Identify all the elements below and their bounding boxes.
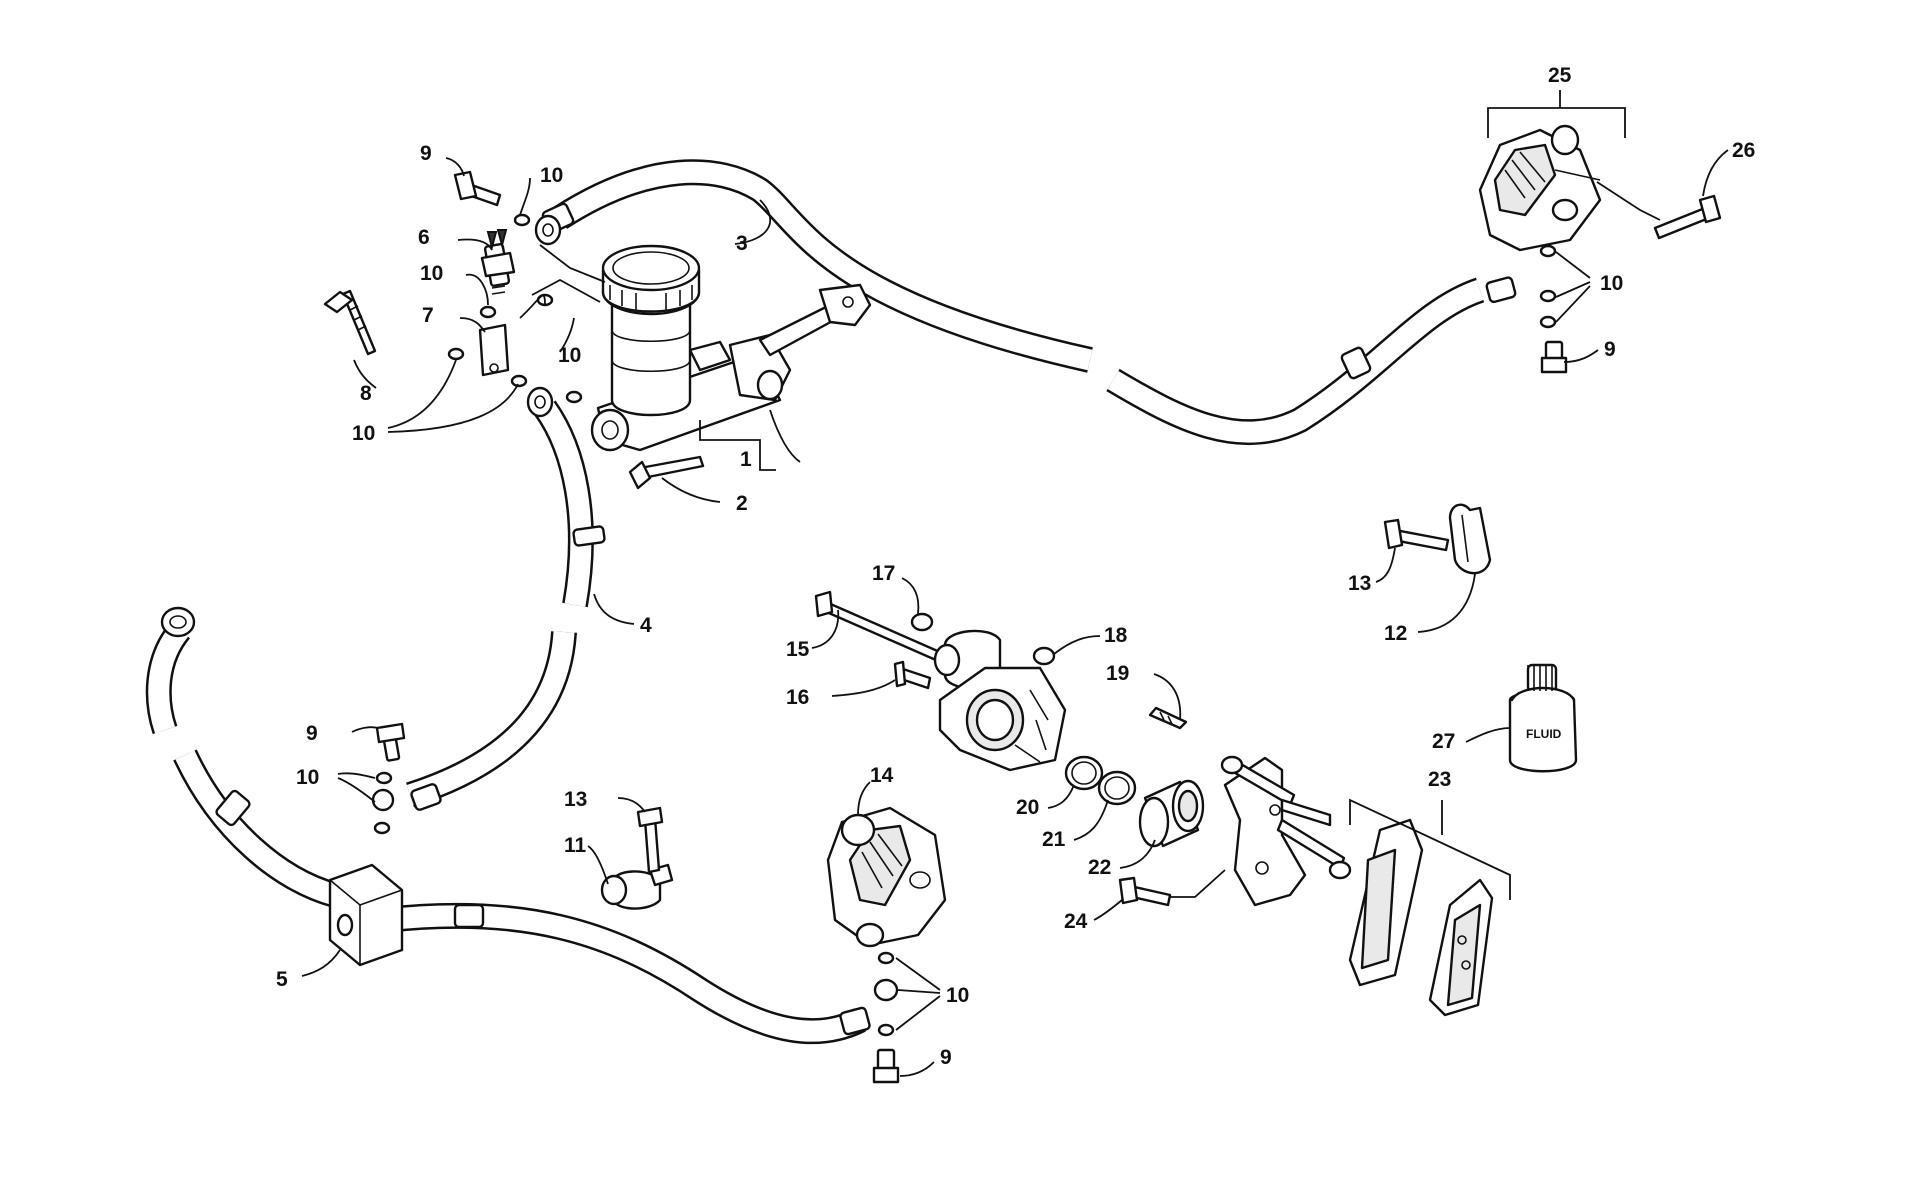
banjo-bolt-9-right <box>1540 340 1568 374</box>
hose-4 <box>406 400 606 811</box>
callout-10-upper: 10 <box>540 164 563 187</box>
bolt-2 <box>628 455 705 490</box>
callout-numbers: 25 26 10 9 9 10 6 10 7 10 8 10 3 1 2 4 9… <box>276 64 1755 1069</box>
callout-10-left-lower: 10 <box>296 766 319 789</box>
callout-12: 12 <box>1384 622 1407 645</box>
tee-fitting-7 <box>478 323 510 377</box>
caliper-body-center <box>933 629 1067 772</box>
callout-21: 21 <box>1042 828 1066 851</box>
hose-front-lower-right <box>383 902 871 1045</box>
callout-7: 7 <box>422 304 434 327</box>
callout-13-lower: 13 <box>564 788 587 811</box>
callout-9-left: 9 <box>306 722 318 745</box>
master-cylinder-1 <box>590 244 872 452</box>
hose-front-lower-left <box>145 606 339 908</box>
leader-lines <box>301 90 1729 1077</box>
bolt-8 <box>323 289 377 356</box>
brake-switch-6 <box>480 229 516 295</box>
callout-9-right: 9 <box>1604 338 1616 361</box>
callout-16: 16 <box>786 686 809 709</box>
brake-pads-23 <box>1348 818 1494 1017</box>
callout-23: 23 <box>1428 768 1451 791</box>
caliper-14 <box>826 806 947 948</box>
callout-1: 1 <box>740 448 752 471</box>
distribution-block-5 <box>328 863 404 967</box>
callout-9-lower: 9 <box>940 1046 952 1069</box>
bolt-24 <box>1118 876 1172 907</box>
callout-10-lower: 10 <box>946 984 969 1007</box>
clamp-11 <box>600 863 674 910</box>
callout-22: 22 <box>1088 856 1111 879</box>
callout-19: 19 <box>1106 662 1129 685</box>
callout-18: 18 <box>1104 624 1128 647</box>
callout-15: 15 <box>786 638 810 661</box>
callout-10-right: 10 <box>1600 272 1623 295</box>
callout-10-left: 10 <box>352 422 375 445</box>
bolt-13-lower <box>636 806 664 874</box>
banjo-fitting-upper <box>526 214 562 418</box>
callout-24: 24 <box>1064 910 1088 933</box>
brake-fluid-bottle-27: FLUID <box>1508 663 1578 773</box>
bleeder-16 <box>893 660 932 690</box>
support-bracket-24 <box>1220 755 1352 907</box>
callout-8: 8 <box>360 382 372 405</box>
callout-4: 4 <box>640 614 652 637</box>
seal-21 <box>1097 770 1137 806</box>
callout-17: 17 <box>872 562 895 585</box>
bolt-26 <box>1653 194 1722 240</box>
oring-17 <box>910 612 934 632</box>
oring-18 <box>1032 646 1056 666</box>
callout-10-middle: 10 <box>558 344 581 367</box>
callout-10-switch: 10 <box>420 262 443 285</box>
fluid-label: FLUID <box>1526 727 1562 741</box>
callout-26: 26 <box>1732 139 1755 162</box>
banjo-bolt-9-upper <box>453 170 502 207</box>
banjo-bolt-9-bottom <box>872 1048 900 1084</box>
callout-20: 20 <box>1016 796 1039 819</box>
spring-19 <box>1148 706 1188 730</box>
callout-25: 25 <box>1548 64 1572 87</box>
callout-5: 5 <box>276 968 288 991</box>
seal-20 <box>1064 755 1104 791</box>
callout-11: 11 <box>564 834 587 857</box>
callout-14: 14 <box>870 764 894 787</box>
callout-3: 3 <box>736 232 748 255</box>
callout-6: 6 <box>418 226 430 249</box>
callout-9-upper: 9 <box>420 142 432 165</box>
banjo-bolt-9-left <box>375 722 406 762</box>
bolt-13-upper <box>1383 518 1450 552</box>
piston-22 <box>1138 779 1205 848</box>
bracket-12 <box>1448 503 1492 575</box>
callout-27: 27 <box>1432 730 1455 753</box>
caliper-assembly-25 <box>1478 124 1602 252</box>
callout-13-upper: 13 <box>1348 572 1371 595</box>
callout-2: 2 <box>736 492 748 515</box>
